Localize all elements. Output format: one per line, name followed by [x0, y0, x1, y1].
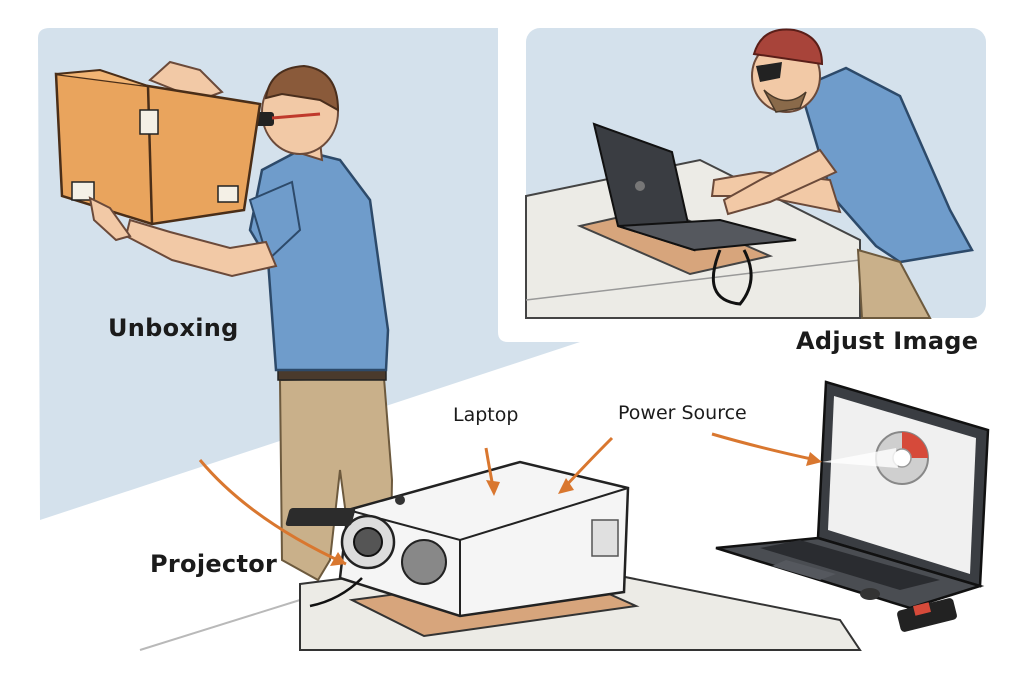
laptop-adjust-screen: [715, 380, 990, 632]
floor-line: [139, 599, 301, 651]
adjust-image-label: Adjust Image: [796, 327, 979, 355]
power-source-label: Power Source: [618, 402, 747, 424]
laptop-label: Laptop: [453, 404, 519, 426]
projector: [285, 460, 630, 618]
projector-label: Projector: [150, 550, 278, 578]
adjust-image-scene: [525, 28, 974, 319]
arrow-adjust-image: [711, 432, 817, 462]
arrow-heads: [330, 452, 822, 566]
unboxing-label: Unboxing: [108, 314, 239, 342]
light-beam: [822, 448, 898, 468]
cardboard-box: [54, 68, 262, 242]
arrow-projector: [198, 459, 347, 566]
